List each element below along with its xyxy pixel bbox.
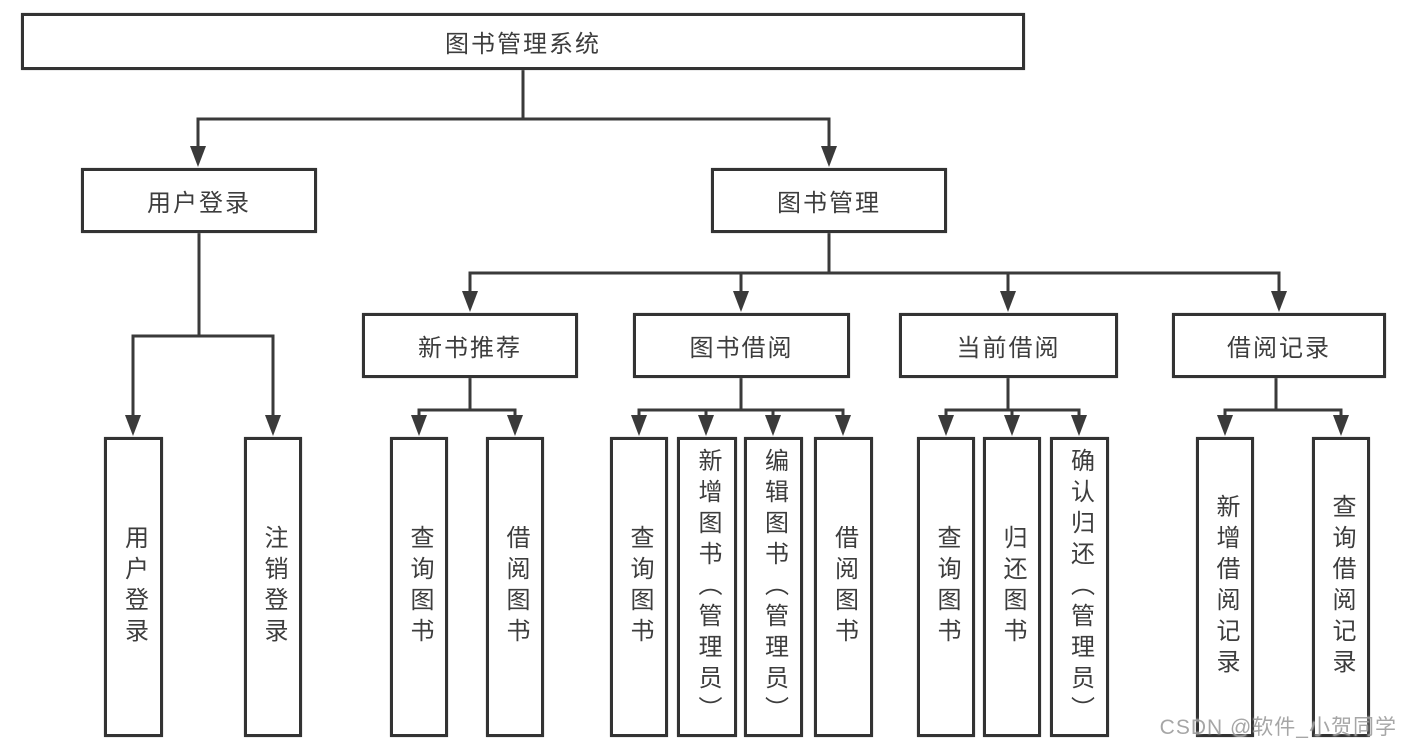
- node-label: 新书推荐: [418, 335, 522, 362]
- node-book-management: 图书管理: [711, 168, 947, 233]
- leaf-label: 归还图书: [999, 525, 1026, 649]
- node-borrowing-records: 借阅记录: [1172, 313, 1386, 378]
- csdn-watermark: CSDN @软件_小贺同学: [1159, 716, 1397, 739]
- leaf-label: 新增图书（管理员）: [694, 447, 721, 727]
- leaf-confirm-return-admin: 确认归还（管理员）: [1050, 437, 1109, 737]
- leaf-label: 借阅图书: [502, 525, 529, 649]
- leaf-label: 用户登录: [120, 525, 148, 649]
- leaf-label: 编辑图书（管理员）: [760, 447, 788, 727]
- node-library-management-system: 图书管理系统: [21, 13, 1025, 70]
- leaf-label: 借阅图书: [830, 525, 858, 649]
- leaf-logout: 注销登录: [244, 437, 302, 737]
- leaf-return-books: 归还图书: [983, 437, 1041, 737]
- leaf-label: 查询图书: [406, 525, 433, 649]
- node-user-login: 用户登录: [81, 168, 317, 233]
- node-book-borrowing: 图书借阅: [633, 313, 850, 378]
- leaf-edit-books-admin: 编辑图书（管理员）: [744, 437, 803, 737]
- node-current-borrowing: 当前借阅: [899, 313, 1118, 378]
- leaf-query-borrow-record: 查询借阅记录: [1312, 437, 1370, 737]
- leaf-label: 注销登录: [260, 525, 287, 649]
- leaf-label: 新增借阅记录: [1212, 494, 1239, 680]
- node-new-book-recommendation: 新书推荐: [362, 313, 578, 378]
- leaf-query-books: 查询图书: [390, 437, 448, 737]
- leaf-label: 查询图书: [626, 525, 653, 649]
- leaf-label: 确认归还（管理员）: [1066, 447, 1094, 727]
- leaf-add-books-admin: 新增图书（管理员）: [677, 437, 737, 737]
- node-label: 图书管理系统: [445, 31, 601, 58]
- leaf-query-books: 查询图书: [917, 437, 975, 737]
- node-label: 当前借阅: [956, 335, 1061, 362]
- leaf-user-login: 用户登录: [104, 437, 163, 737]
- leaf-borrow-books: 借阅图书: [814, 437, 873, 737]
- node-label: 图书借阅: [689, 335, 794, 362]
- node-label: 图书管理: [777, 190, 881, 217]
- leaf-label: 查询图书: [933, 525, 960, 649]
- leaf-borrow-books: 借阅图书: [486, 437, 544, 737]
- leaf-query-books: 查询图书: [610, 437, 668, 737]
- node-label: 用户登录: [147, 190, 251, 217]
- node-label: 借阅记录: [1227, 335, 1331, 362]
- leaf-add-borrow-record: 新增借阅记录: [1196, 437, 1254, 737]
- leaf-label: 查询借阅记录: [1328, 494, 1355, 680]
